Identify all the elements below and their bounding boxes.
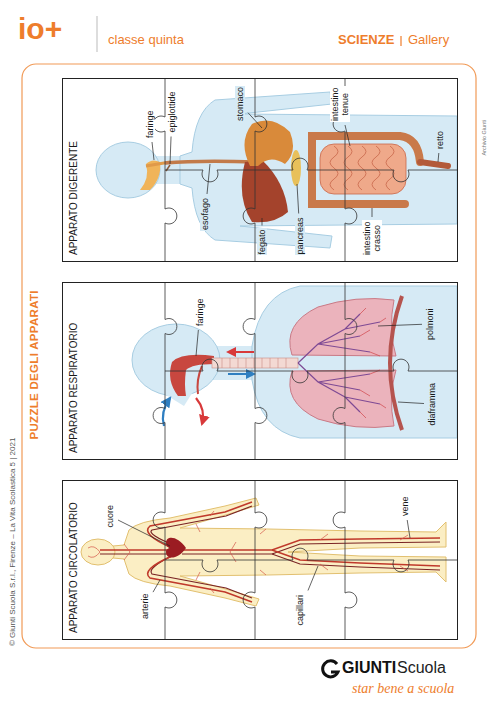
- leader-line: [262, 218, 263, 226]
- organ-label: faringe: [145, 109, 155, 139]
- leader-line: [153, 580, 160, 592]
- respiratory-figure: [222, 358, 286, 368]
- leader-line: [378, 324, 422, 326]
- circulatory-figure: [113, 498, 446, 606]
- panel-title: APPARATO CIRCOLATORIO: [63, 481, 80, 639]
- artery-lines: [100, 502, 440, 602]
- leader-line: [407, 520, 410, 538]
- page-frame: [22, 64, 476, 648]
- capillary-lines: [88, 511, 408, 593]
- photo-credit: Archivio Giunti: [481, 120, 487, 155]
- leader-line: [372, 208, 373, 217]
- organ-label: esofago: [200, 197, 210, 231]
- vein-lines: [100, 506, 440, 598]
- small-intestine: [320, 144, 406, 194]
- vein-lines: [151, 554, 252, 598]
- header-divider: [97, 16, 98, 52]
- logo-text: io+: [18, 14, 62, 44]
- nasal-cavity: [170, 355, 214, 396]
- circulatory-figure: [81, 539, 115, 565]
- respiratory-figure: [360, 308, 386, 418]
- organ-label: pancreas: [295, 216, 305, 255]
- air-out-arrow: [196, 398, 203, 424]
- leader-line: [345, 125, 350, 146]
- organ-label: stomaco: [235, 86, 245, 122]
- organ-label: fegato: [257, 228, 267, 255]
- respiratory-figure: [132, 286, 457, 438]
- puzzle-cuts: [153, 78, 458, 640]
- leader-line: [118, 520, 170, 546]
- leader-line: [207, 164, 210, 194]
- organ-label: vene: [400, 495, 410, 517]
- organ-label: diaframma: [427, 382, 437, 427]
- organ-label: intestino crasso: [362, 220, 383, 256]
- organ-label: capillari: [295, 594, 305, 627]
- organ-label: epiglottide: [167, 90, 177, 133]
- artery-lines: [148, 502, 252, 548]
- header-separator: [400, 36, 401, 46]
- panel-title: APPARATO DIGERENTE: [63, 79, 80, 261]
- artery-lines: [272, 550, 440, 566]
- vein-lines: [182, 554, 440, 570]
- leader-lines: [118, 113, 439, 592]
- copyright-note: © Giunti Scuola S.r.l., Firenze – La Vit…: [8, 438, 17, 646]
- artery-lines: [180, 538, 440, 550]
- liver: [242, 160, 288, 222]
- puzzle-cut: [165, 158, 458, 182]
- rotated-sheet: APPARATO CIRCOLATORIO APPARATO RESPIRATOR…: [0, 62, 500, 652]
- organ-label: faringe: [195, 297, 205, 327]
- artery-lines: [100, 549, 175, 551]
- esophagus: [165, 161, 256, 163]
- brand-name: GIUNTI: [342, 659, 396, 677]
- air-in-arrow: [163, 398, 170, 426]
- leader-line: [297, 184, 299, 214]
- digestive-figure: [96, 92, 457, 248]
- subject-label: SCIENZE: [338, 33, 394, 48]
- leader-line: [196, 330, 198, 356]
- digestive-figure: [96, 142, 160, 198]
- organ-label: arterie: [140, 592, 150, 620]
- brand-name: Scuola: [397, 659, 446, 677]
- section-label: Gallery: [408, 33, 449, 48]
- rectum: [420, 162, 448, 166]
- puzzle-panel: APPARATO CIRCOLATORIO: [62, 480, 458, 640]
- respiratory-figure: [198, 366, 203, 394]
- leader-line: [398, 402, 424, 404]
- leader-line: [438, 153, 440, 162]
- leader-line: [152, 142, 154, 160]
- leader-line: [170, 137, 171, 165]
- circulatory-figure: [81, 498, 446, 606]
- organ-label: intestino tenue: [330, 86, 351, 122]
- puzzle-cut: [165, 359, 458, 383]
- organ-label: cuore: [105, 504, 115, 529]
- sheet-title: PUZZLE DEGLI APPARATI: [28, 290, 42, 439]
- artery-lines: [148, 556, 252, 602]
- brand-slogan: star bene a scuola: [352, 681, 454, 697]
- vein-lines: [272, 542, 440, 554]
- heart: [166, 538, 186, 558]
- diaphragm: [390, 296, 402, 430]
- vein-lines: [151, 506, 252, 546]
- organ-label: retto: [435, 130, 445, 150]
- puzzle-panel: APPARATO RESPIRATORIO: [62, 282, 458, 460]
- leader-line: [248, 113, 262, 128]
- panel-title: APPARATO RESPIRATORIO: [63, 283, 80, 459]
- organ-label: polmoni: [425, 307, 435, 341]
- digestive-figure: [330, 146, 394, 190]
- brand-icon: [323, 661, 338, 677]
- leader-line: [308, 566, 318, 591]
- air-in-arrow: [228, 373, 254, 375]
- stomach: [244, 120, 293, 166]
- bronchi: [298, 314, 380, 412]
- grade-label: classe quinta: [108, 33, 184, 48]
- air-out-arrow: [228, 351, 254, 353]
- puzzle-cut: [165, 548, 458, 572]
